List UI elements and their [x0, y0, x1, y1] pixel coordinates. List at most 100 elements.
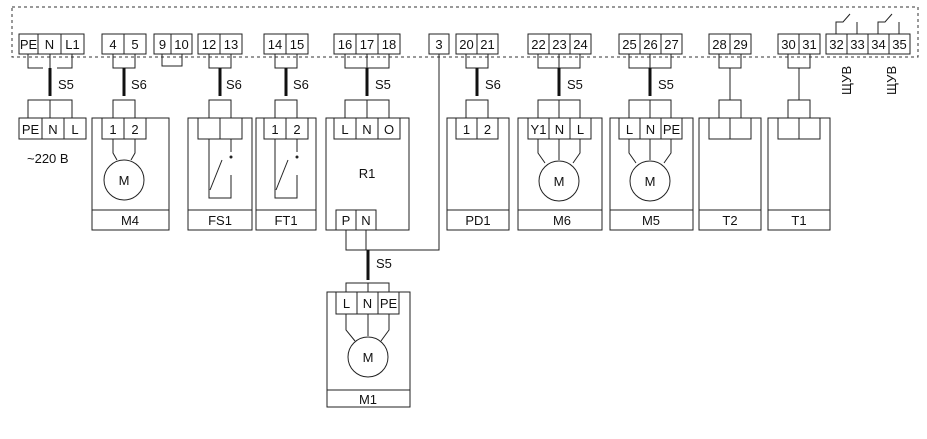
terminal-label: 28: [712, 37, 726, 52]
motor-symbol: M: [645, 174, 656, 189]
device-name: M4: [121, 213, 139, 228]
cable-label: S5: [376, 256, 392, 271]
device-t2: T2: [698, 117, 762, 231]
terminal-label: 30: [781, 37, 795, 52]
motor-icon: [347, 336, 389, 378]
cable-ft1: S6: [274, 54, 309, 118]
terminal-strip-20-21: 20 21: [455, 33, 499, 55]
terminal-label: L: [343, 296, 350, 311]
motor-icon: [103, 159, 145, 201]
terminal-label: 29: [733, 37, 747, 52]
motor-symbol: M: [554, 174, 565, 189]
cable-pd1: S6: [465, 54, 501, 118]
terminal-label: 9: [159, 37, 166, 52]
supply-caption: ~220 В: [27, 151, 69, 166]
device-m1: L N PE M M1: [326, 291, 411, 408]
terminal-strip-12-13: 12 13: [197, 33, 243, 55]
terminal-label: N: [362, 122, 371, 137]
terminal-label: 24: [573, 37, 587, 52]
terminal-label: 2: [484, 122, 491, 137]
terminal-label: N: [48, 122, 57, 137]
device-m4: 1 2 M M4: [91, 117, 170, 231]
terminal-strip-22-24: 22 23 24: [527, 33, 592, 55]
terminal-strip-32-35: 32 33 34 35: [825, 33, 911, 55]
terminal-label: 5: [131, 37, 138, 52]
device-m6: Y1 N L M M6: [517, 117, 603, 231]
motor-symbol: M: [119, 173, 130, 188]
terminal-label: 3: [435, 37, 442, 52]
device-name: FS1: [208, 213, 232, 228]
terminal-strip-25-27: 25 26 27: [618, 33, 683, 55]
device-fs1: FS1: [187, 117, 253, 231]
terminal-label: PE: [22, 122, 40, 137]
controller-outline: [11, 6, 919, 58]
terminal-label: L: [577, 122, 584, 137]
device-name: PD1: [465, 213, 490, 228]
terminal-label: 34: [871, 37, 885, 52]
terminal-label: 15: [290, 37, 304, 52]
terminal-strip-pwr: PE N L1: [18, 33, 85, 55]
terminal-label: 1: [109, 122, 116, 137]
terminal-strip-30-31: 30 31: [777, 33, 821, 55]
terminal-label: 35: [892, 37, 906, 52]
shuv-label-1: ЩУВ: [839, 66, 854, 95]
jumper-9-10: [161, 54, 183, 67]
terminal-label: 25: [622, 37, 636, 52]
terminal-strip-3: 3: [428, 33, 450, 55]
device-m5: L N PE M M5: [609, 117, 694, 231]
device-name: T1: [791, 213, 806, 228]
terminal-label: 32: [829, 37, 843, 52]
terminal-label: N: [363, 296, 372, 311]
terminal-label: 10: [174, 37, 188, 52]
device-t1: T1: [767, 117, 831, 231]
device-name: T2: [722, 213, 737, 228]
terminal-label: 16: [338, 37, 352, 52]
terminal-strip-14-15: 14 15: [263, 33, 309, 55]
switch-contact-icon: [208, 139, 232, 199]
terminal-label: 18: [382, 37, 396, 52]
cable-label: S6: [131, 77, 147, 92]
device-name: M1: [359, 392, 377, 407]
terminal-label: L: [341, 122, 348, 137]
terminal-label: P: [342, 213, 351, 228]
cable-label: S6: [226, 77, 242, 92]
terminal-strip-4-5: 4 5: [101, 33, 147, 55]
wire-t1: [787, 54, 811, 118]
device-name: M5: [642, 213, 660, 228]
terminal-label: 17: [360, 37, 374, 52]
cable-label: S5: [567, 77, 583, 92]
terminal-label: PE: [663, 122, 681, 137]
terminal-label: N: [555, 122, 564, 137]
cable-fs1: S6: [208, 54, 242, 118]
shuv-label-2: ЩУВ: [884, 66, 899, 95]
terminal-label: 1: [271, 122, 278, 137]
device-ft1: 1 2 FT1: [255, 117, 317, 231]
motor-icon: [538, 160, 580, 202]
terminal-label: 2: [293, 122, 300, 137]
terminal-label: N: [361, 213, 370, 228]
terminal-label: 4: [109, 37, 116, 52]
supply-terminals: PE N L ~220 В: [18, 117, 87, 166]
device-name: M6: [553, 213, 571, 228]
terminal-label: L: [626, 122, 633, 137]
terminal-strip-16-18: 16 17 18: [333, 33, 401, 55]
terminal-label: L: [71, 122, 78, 137]
cable-label: S6: [293, 77, 309, 92]
terminal-label: PE: [380, 296, 398, 311]
wire-t2: [718, 54, 742, 118]
cable-r1: S5: [344, 54, 391, 118]
switch-contact-icon: [274, 139, 298, 199]
terminal-label: N: [646, 122, 655, 137]
cable-label: S6: [485, 77, 501, 92]
terminal-label: 33: [850, 37, 864, 52]
terminal-label: 1: [463, 122, 470, 137]
terminal-strip-28-29: 28 29: [708, 33, 752, 55]
cable-m5: S5: [628, 54, 674, 118]
cable-m1: S5: [345, 230, 392, 292]
cable-m6: S5: [537, 54, 583, 118]
terminal-label: O: [384, 122, 394, 137]
terminal-label: N: [45, 37, 54, 52]
cable-label: S5: [658, 77, 674, 92]
cable-label: S5: [58, 77, 74, 92]
terminal-label: 26: [643, 37, 657, 52]
